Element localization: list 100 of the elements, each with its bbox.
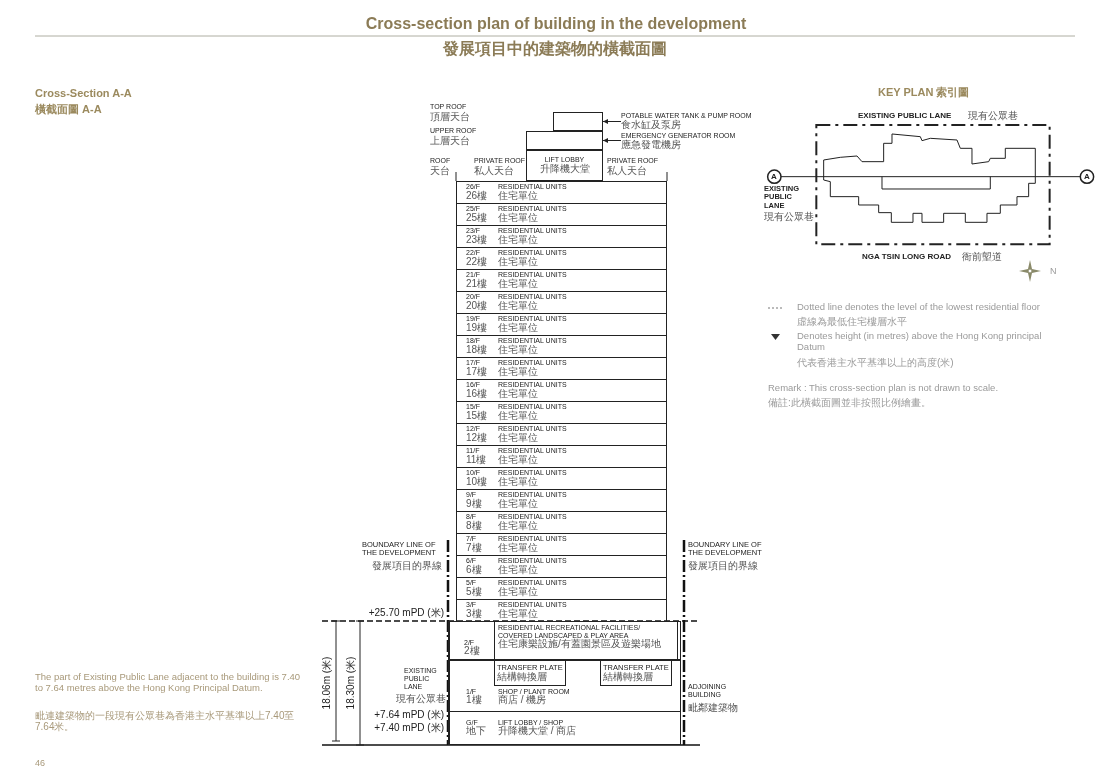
page-number: 46	[35, 758, 45, 769]
floor-use-label: 住宅單位	[498, 344, 538, 356]
floor-section	[456, 291, 667, 314]
floor-label: 17樓	[466, 366, 488, 378]
transfer-plate	[494, 660, 566, 686]
section-marker-label: A	[771, 172, 777, 182]
floor-label: 7樓	[466, 542, 482, 554]
height-label: +25.70 mPD (米)	[368, 607, 444, 619]
callout-text: 食水缸及泵房	[621, 119, 681, 131]
floor-use-label: 住宅單位	[498, 234, 538, 246]
floor-use-label: 住宅單位	[498, 454, 538, 466]
street-label: 現有公眾巷	[968, 110, 1018, 122]
section-marker-label: A	[1084, 172, 1090, 182]
street-label: NGA TSIN LONG ROAD	[862, 253, 952, 262]
floor-use-label: 住宅單位	[498, 256, 538, 268]
room-outline	[553, 112, 603, 131]
floor-use-label: 住宅單位	[498, 366, 538, 378]
boundary-label: 發展項目的界線	[688, 560, 758, 572]
floor-section	[456, 379, 667, 402]
section-heading: Cross-Section A-A	[35, 87, 132, 100]
note-text: The part of Existing Public Lane adjacent to the building is 7.40 to 7.64 metres above the Hong Kong Principal Datum.	[35, 672, 302, 694]
leader-arrow	[602, 119, 622, 124]
room-outline	[526, 150, 603, 181]
page-title: Cross-section plan of building in the development	[365, 15, 747, 34]
floor-section	[456, 203, 667, 226]
floor-use-label: 住宅單位	[498, 520, 538, 532]
floor-label: 23樓	[466, 234, 488, 246]
legend-text: 虛線為最低住宅樓層水平	[797, 316, 907, 328]
floor-use-label: 住宅單位	[498, 300, 538, 312]
floor-label: 9樓	[466, 498, 482, 510]
floor-use-label: 住宅單位	[498, 476, 538, 488]
area-label: 私人天台	[607, 165, 647, 177]
floor-section	[456, 511, 667, 534]
key-plan-heading: 索引圖	[936, 86, 969, 99]
plate-label: 結構轉換層	[497, 671, 547, 683]
area-label: 住宅康樂設施/有蓋園景區及遊樂場地	[498, 639, 661, 650]
floor-label: 22樓	[466, 256, 488, 268]
floor-label: 26樓	[466, 190, 488, 202]
floor-section	[456, 489, 667, 512]
floor-section	[456, 313, 667, 336]
room-outline	[526, 131, 603, 150]
floor-use-label: 住宅單位	[498, 190, 538, 202]
floor-use-label: 住宅單位	[498, 608, 538, 620]
floor-section	[456, 533, 667, 556]
floor-section	[456, 269, 667, 292]
floor-label: 5樓	[466, 586, 482, 598]
street-label: 衙前塱道	[962, 251, 1002, 263]
area-label: 私人天台	[474, 165, 514, 177]
floor-label: 10樓	[466, 476, 488, 488]
level-label: 頂層天台	[430, 111, 470, 123]
boundary-label: 發展項目的界線	[372, 560, 442, 572]
floor-section	[456, 445, 667, 468]
dimension-label: 18.30m (米)	[345, 656, 357, 710]
floor-label: 6樓	[466, 564, 482, 576]
room-label: 升降機大堂	[539, 163, 590, 175]
floor-section	[456, 181, 667, 204]
floor-use-label: 住宅單位	[498, 322, 538, 334]
facility-area	[494, 621, 678, 660]
floor-use-label: 住宅單位	[498, 586, 538, 598]
floor-section	[448, 621, 681, 660]
floor-use-label: 住宅單位	[498, 212, 538, 224]
street-label: 現有公眾巷	[764, 211, 814, 223]
floor-section	[456, 401, 667, 424]
transfer-plate	[600, 660, 672, 686]
floor-use-label: 住宅單位	[498, 564, 538, 576]
floor-section	[456, 599, 667, 622]
level-label: 天台	[430, 165, 450, 177]
floor-use-label: 住宅單位	[498, 410, 538, 422]
callout-text: 應急發電機房	[621, 139, 681, 151]
plate-label: 結構轉換層	[603, 671, 653, 683]
floor-use-label: 住宅單位	[498, 542, 538, 554]
floor-section	[456, 423, 667, 446]
floor-use-label: 升降機大堂 / 商店	[498, 726, 577, 738]
street-label: 現有公眾巷	[396, 693, 446, 705]
floor-label: 11樓	[466, 454, 487, 466]
floor-section	[448, 711, 681, 745]
floor-label: 25樓	[466, 212, 488, 224]
remark-text: Remark : This cross-section plan is not drawn to scale.	[768, 383, 999, 394]
north-label: N	[1050, 266, 1057, 277]
key-plan-heading: KEY PLAN	[878, 86, 934, 99]
floor-label: 地下	[466, 726, 486, 738]
floor-section	[448, 660, 681, 712]
note-text: 毗連建築物的一段現有公眾巷為香港主水平基準以上7.40至7.64米。	[35, 710, 296, 733]
floor-section	[456, 357, 667, 380]
floor-label: 12樓	[466, 432, 488, 444]
floor-section	[456, 555, 667, 578]
floor-label: 20樓	[466, 300, 488, 312]
leader-arrow	[602, 138, 622, 143]
level-label: 上層天台	[430, 135, 470, 147]
legend-text: 代表香港主水平基準以上的高度(米)	[797, 357, 954, 369]
floor-label: 16樓	[466, 388, 488, 400]
floor-label: 1樓	[466, 695, 482, 706]
floor-label: 2樓	[464, 646, 480, 657]
building-label: 毗鄰建築物	[688, 702, 738, 714]
floor-section	[456, 577, 667, 600]
floor-label: 8樓	[466, 520, 482, 532]
floor-section	[456, 467, 667, 490]
dimension-label: 18.06m (米)	[321, 656, 333, 710]
floor-label: 21樓	[466, 278, 488, 290]
floor-use-label: 住宅單位	[498, 432, 538, 444]
